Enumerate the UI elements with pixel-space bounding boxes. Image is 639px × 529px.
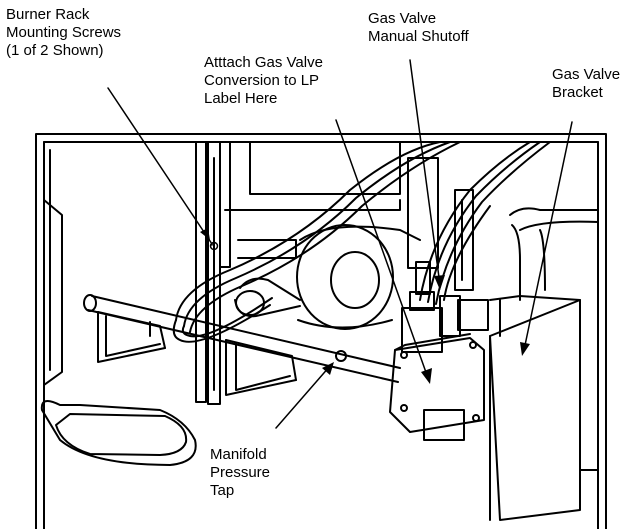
label-gas-valve-shutoff: Gas Valve Manual Shutoff <box>368 10 469 45</box>
rack-screw-marker <box>209 241 219 251</box>
gas-valve <box>335 261 489 441</box>
leader-manifold <box>275 365 331 429</box>
arrow-bracket <box>520 342 530 356</box>
rear-housing <box>224 141 599 301</box>
leader-arrowheads <box>200 228 530 384</box>
left-wall <box>43 149 63 386</box>
arrow-shutoff <box>434 275 445 290</box>
burner-pan <box>40 400 197 466</box>
leader-lp-label <box>335 119 429 379</box>
label-gas-valve-bracket: Gas Valve Bracket <box>552 66 621 101</box>
wire-bundle <box>172 141 551 343</box>
leader-shutoff <box>409 59 441 286</box>
arrow-manifold <box>322 362 334 375</box>
inducer-motor <box>234 224 421 330</box>
burner-brackets <box>97 311 297 396</box>
label-lp-conversion: Atttach Gas Valve Conversion to LP Label… <box>204 54 323 107</box>
gas-valve-bracket-drawing <box>489 295 581 521</box>
leader-bracket <box>523 121 573 351</box>
label-burner-rack-screws: Burner Rack Mounting Screws (1 of 2 Show… <box>6 6 122 59</box>
burner-rack-posts <box>195 141 231 405</box>
leader-lines <box>107 59 573 429</box>
leader-screws <box>107 87 213 245</box>
arrow-lp-label <box>421 368 432 384</box>
arrow-screws <box>200 228 210 240</box>
label-manifold-pressure-tap: Manifold Pressure Tap <box>210 446 271 499</box>
